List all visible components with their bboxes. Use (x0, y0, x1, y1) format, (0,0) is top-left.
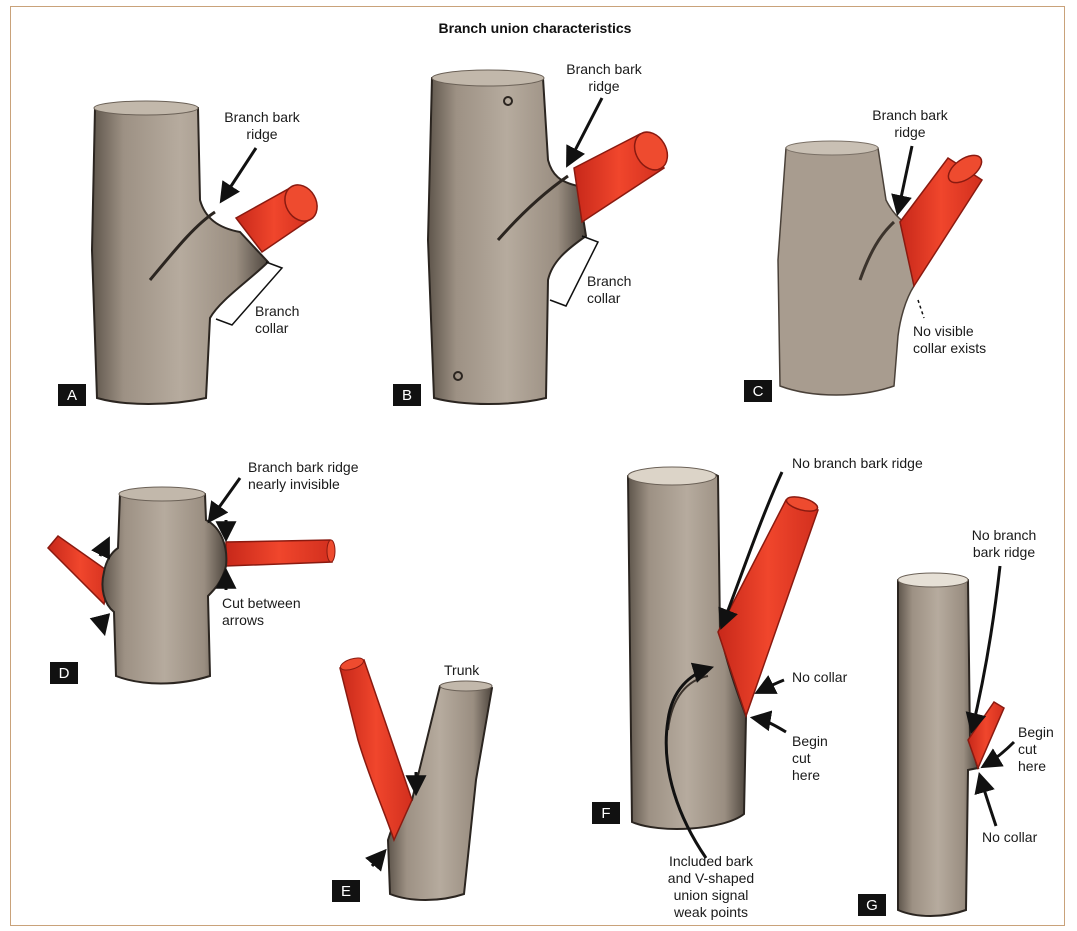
panel-g-ridge-label-1: No branch (972, 527, 1037, 543)
panel-f-ridge-label: No branch bark ridge (792, 455, 923, 471)
panel-f-included-label-1: Included bark (669, 853, 754, 869)
panel-g-tag-text: G (866, 897, 878, 914)
panel-a-ridge-label-2: ridge (246, 126, 277, 142)
panel-g-begin-label-1: Begin (1018, 724, 1054, 740)
panel-c-collar-label-2: collar exists (913, 340, 986, 356)
panel-a-ridge-label-1: Branch bark (224, 109, 300, 125)
panel-b-trunk (428, 72, 586, 404)
panel-d-ridge-label-1: Branch bark ridge (248, 459, 359, 475)
panel-c-ridge-label-1: Branch bark (872, 107, 948, 123)
panel-e: Trunk E (332, 656, 492, 902)
panel-b-branch (574, 126, 674, 222)
panel-f-tag-text: F (601, 805, 610, 822)
panel-a-collar-label-2: collar (255, 320, 289, 336)
panel-g-ridge-label-2: bark ridge (973, 544, 1035, 560)
panel-g-trunk (898, 574, 978, 916)
panel-c-branch (900, 150, 986, 286)
panel-a-collar-label-1: Branch (255, 303, 299, 319)
panel-b-collar-label-2: collar (587, 290, 621, 306)
panel-g-begin-label-2: cut (1018, 741, 1037, 757)
panel-c-collar-label-1: No visible (913, 323, 974, 339)
panel-g-collar-label: No collar (982, 829, 1038, 845)
panel-d-left-branch (48, 536, 112, 604)
panel-b-tag-text: B (402, 387, 412, 404)
panel-c-trunk (778, 142, 914, 395)
panel-f-begin-label-1: Begin (792, 733, 828, 749)
panel-f-included-label-2: and V-shaped (668, 870, 754, 886)
panel-c-ridge-label-2: ridge (894, 124, 925, 140)
panel-a-trunk (92, 102, 268, 404)
panel-d-cut-label-2: arrows (222, 612, 264, 628)
panel-d-trunk (102, 488, 226, 684)
panel-a-tag-text: A (67, 387, 77, 404)
panel-b-ridge-label-2: ridge (588, 78, 619, 94)
panel-f-included-label-3: union signal (674, 887, 749, 903)
panel-f-collar-label: No collar (792, 669, 848, 685)
figure-title: Branch union characteristics (439, 20, 632, 36)
panel-e-tag-text: E (341, 883, 351, 900)
panel-c-tag-text: C (753, 383, 764, 400)
panel-e-branch (339, 656, 412, 840)
panel-d-right-branch (226, 540, 335, 566)
panel-b-ridge-label-1: Branch bark (566, 61, 642, 77)
panel-d-tag-text: D (59, 665, 70, 682)
panel-e-trunk-label: Trunk (444, 662, 480, 678)
panel-d-cut-label-1: Cut between (222, 595, 301, 611)
panel-g-begin-label-3: here (1018, 758, 1046, 774)
panel-f-included-label-4: weak points (673, 904, 748, 920)
panel-f-begin-label-3: here (792, 767, 820, 783)
panel-b-collar-label-1: Branch (587, 273, 631, 289)
panel-f-begin-label-2: cut (792, 750, 811, 766)
panel-d-ridge-label-2: nearly invisible (248, 476, 340, 492)
